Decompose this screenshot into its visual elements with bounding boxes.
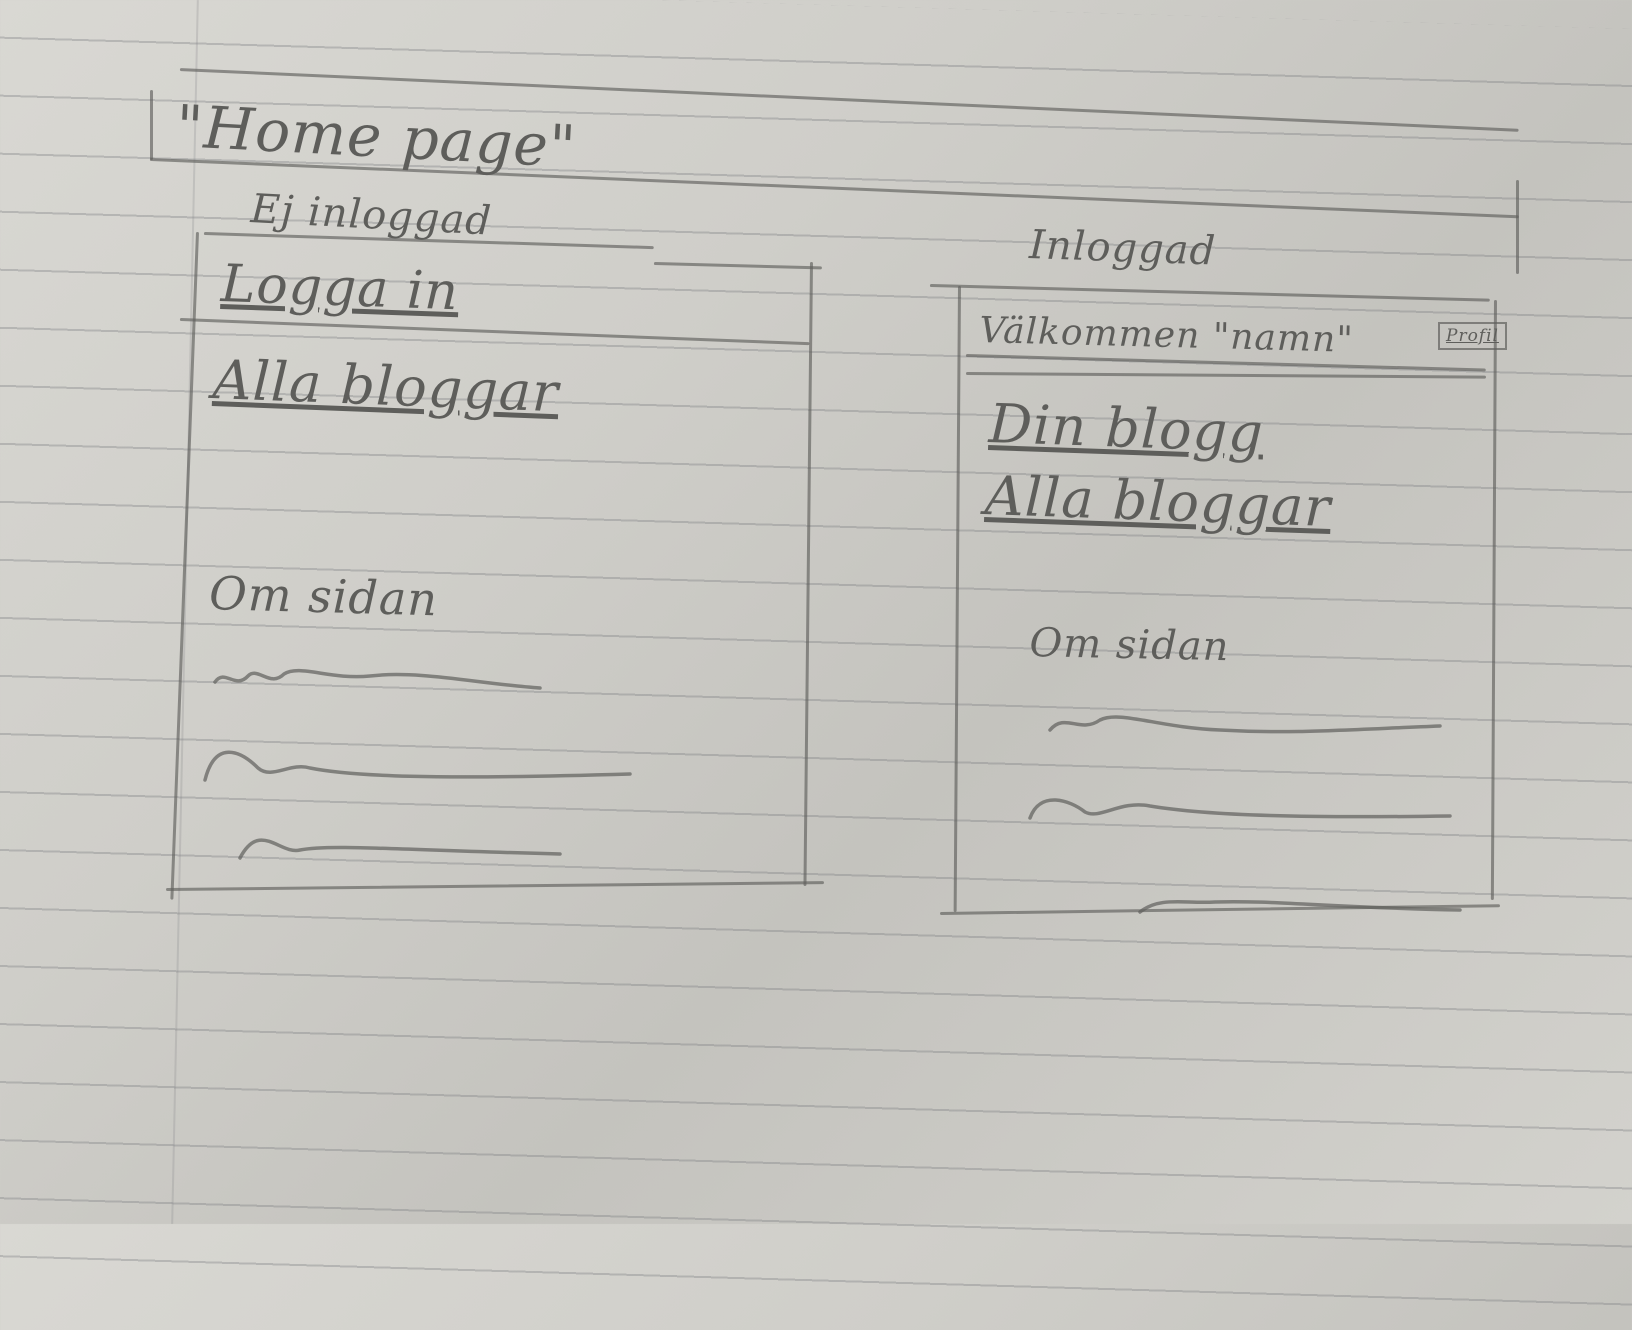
about-heading: Om sidan	[208, 566, 439, 627]
my-blog-link[interactable]: Din blogg	[987, 392, 1265, 465]
about-placeholder-text-logged-in	[1028, 715, 1462, 914]
all-blogs-link-logged-in[interactable]: Alla bloggar	[983, 464, 1333, 540]
login-link[interactable]: Logga in	[219, 254, 460, 323]
logged-in-caption: Inloggad	[1028, 222, 1217, 275]
all-blogs-link[interactable]: Alla bloggar	[211, 348, 561, 425]
about-placeholder-text	[203, 669, 632, 860]
about-heading-logged-in: Om sidan	[1029, 620, 1230, 671]
profile-button[interactable]: Profil	[1438, 322, 1507, 350]
